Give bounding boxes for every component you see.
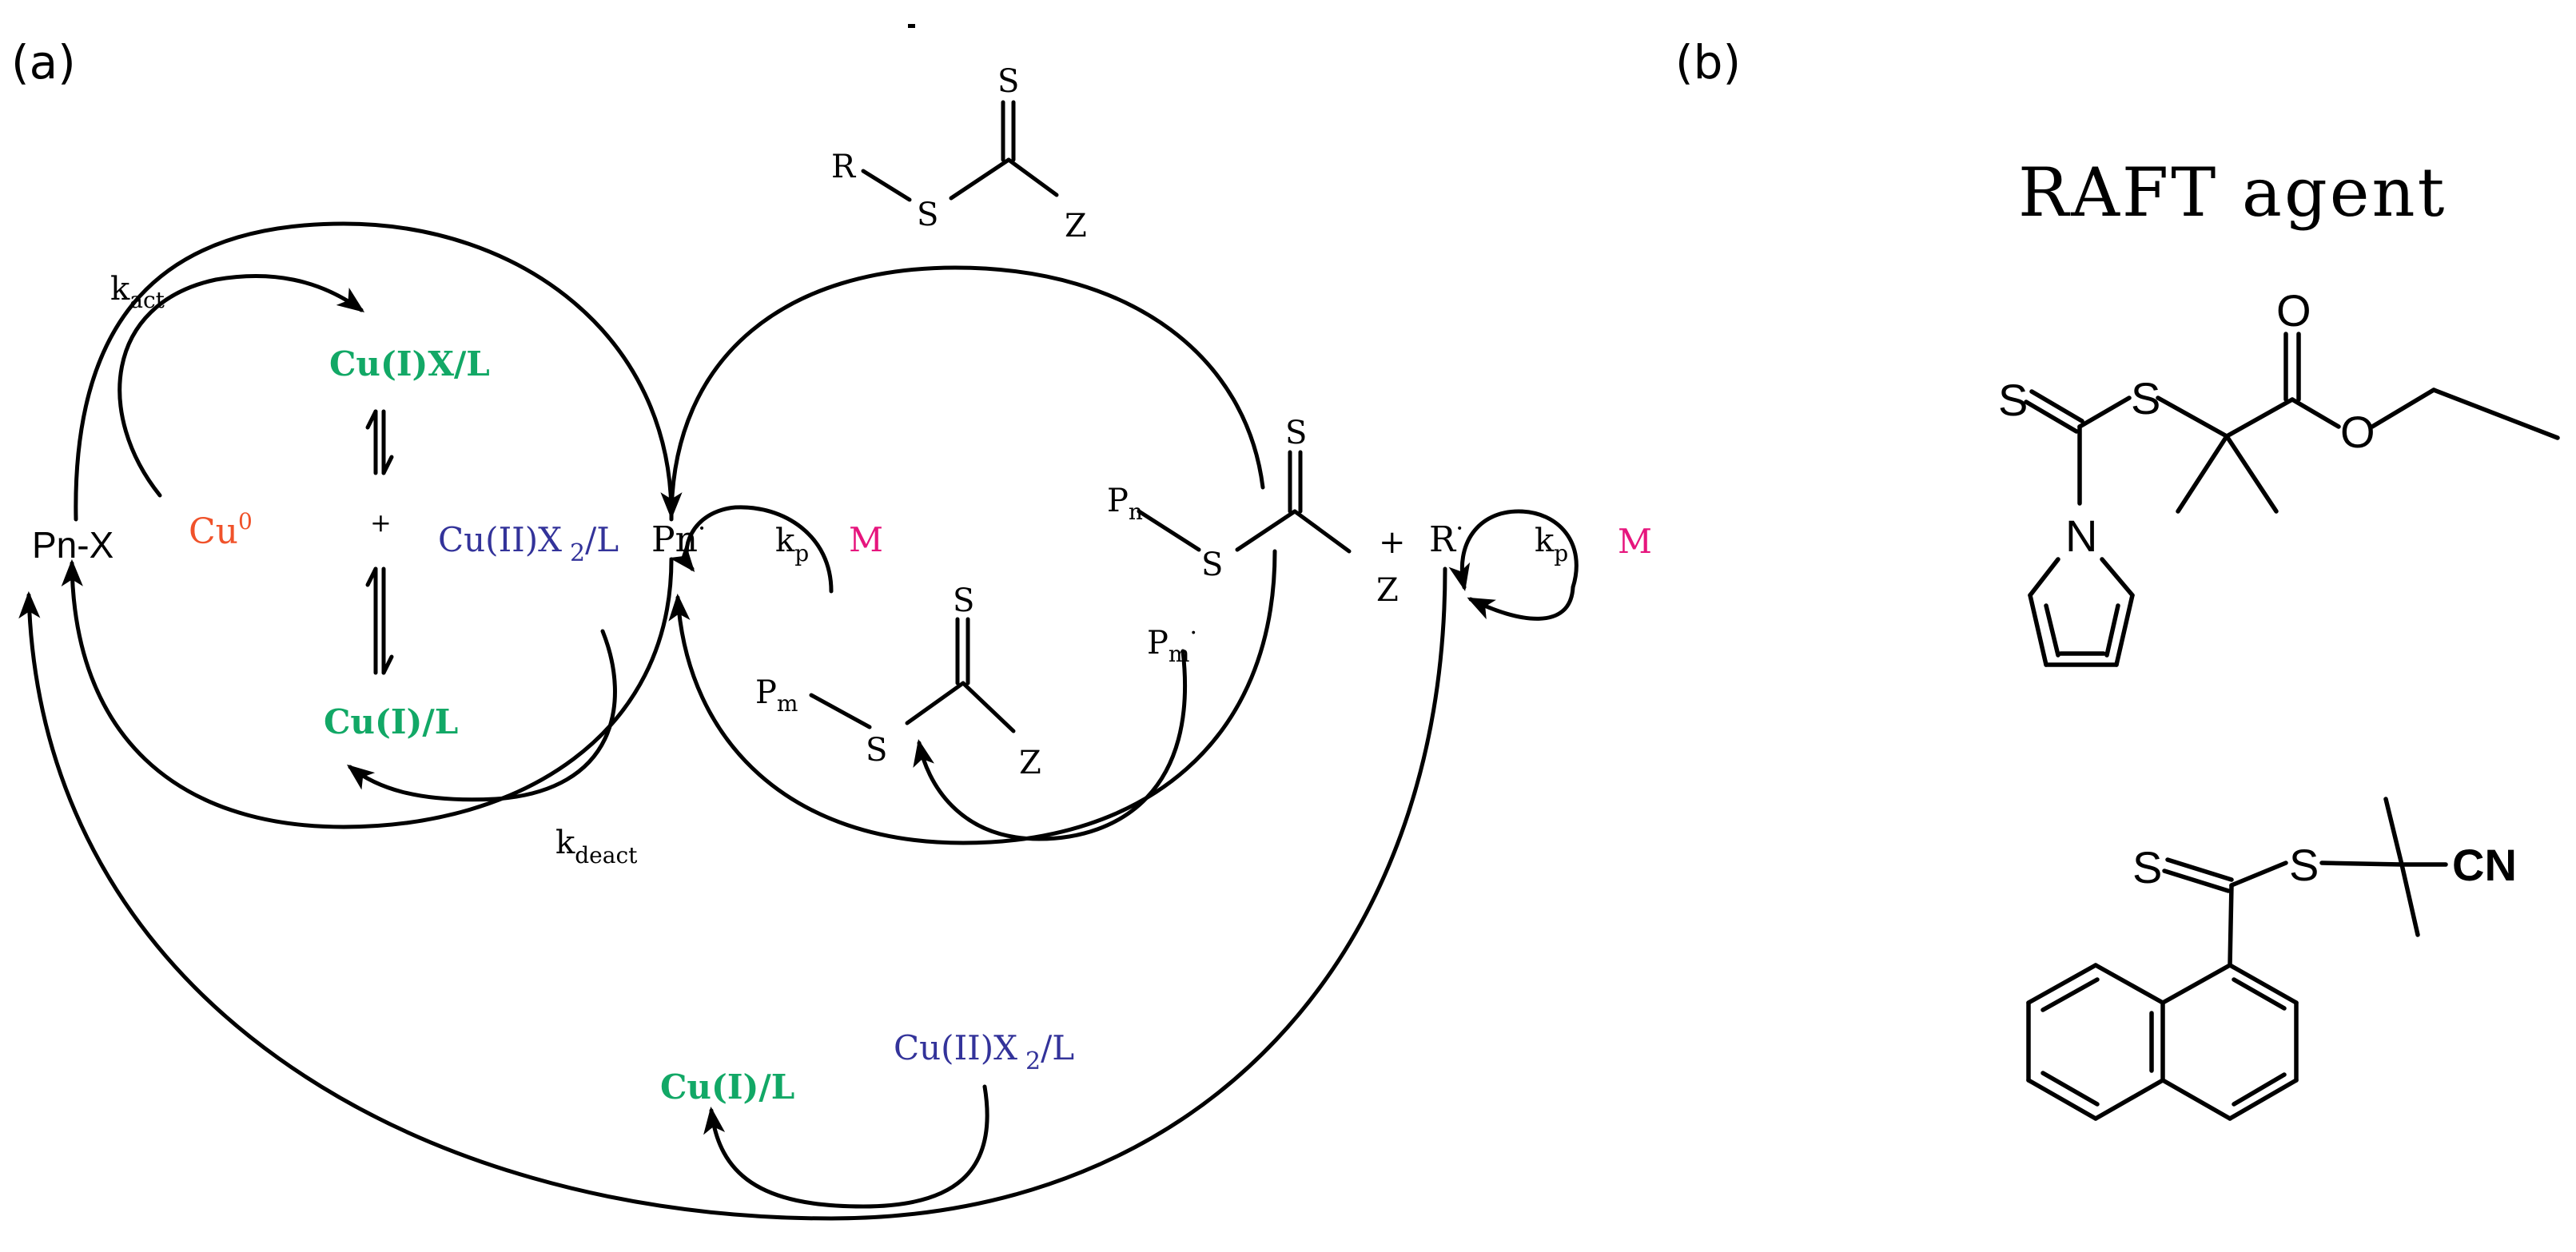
lower-cu-arrow: [703, 1084, 989, 1209]
raft-agent-top: S R S Z: [831, 63, 1087, 244]
panel-a-scheme: kact Cu(I)X/L + Cu(I)/L Cu0 Pn-X Cu(II)X…: [18, 63, 1652, 1221]
raft-pm-z: Z: [1019, 745, 1041, 781]
plus-right: +: [1379, 524, 1406, 561]
outer-return-loop: [18, 566, 1447, 1221]
raft-top-r: R: [831, 149, 857, 185]
pn-radical-label: Pn·: [651, 513, 706, 560]
k-act-arrow: [117, 274, 365, 498]
k-act-label: kact: [110, 271, 165, 313]
atrp-cycle-upper-arc: [74, 221, 683, 522]
raft-top-z: Z: [1065, 208, 1087, 244]
kp-loop-right: [1448, 509, 1579, 591]
mol1-o-ester: O: [2340, 407, 2375, 457]
equilibrium-arrows-lower: [365, 566, 394, 675]
raft-agent-title: RAFT agent: [2018, 153, 2447, 232]
cu0-label: Cu0: [189, 508, 253, 552]
mol2-cn: CN: [2452, 840, 2517, 890]
panel-label-b: (b): [1675, 35, 1741, 89]
mol1-n: N: [2065, 511, 2097, 561]
monomer-left-label: M: [849, 520, 883, 559]
mol1-o-carbonyl: O: [2276, 285, 2311, 336]
raft-top-s-thione: S: [997, 63, 1019, 100]
mol1-s-thio: S: [2131, 373, 2160, 423]
raft-cycle-lower-arc: [668, 549, 1277, 845]
raft-pm-p: Pm: [755, 674, 798, 717]
plus-center: +: [370, 507, 392, 538]
k-deact-label: kdeact: [555, 825, 638, 868]
kp-right-label: kp: [1535, 523, 1568, 566]
raft-molecule-pyrrole: S S O O N: [1998, 285, 2560, 667]
raft-adduct-pn: S Pn S Z: [1107, 415, 1399, 609]
raft-top-s: S: [917, 197, 938, 233]
raft-cycle-upper-arc: [669, 265, 1265, 522]
atrp-cycle-lower-arc: [61, 557, 674, 829]
raft-molecule-naphthyl: S S CN: [2026, 797, 2517, 1121]
mol1-s-thione: S: [1998, 375, 2028, 425]
raft-adduct-pm: S Pm S Z: [755, 582, 1041, 781]
cu-ix-l-label: Cu(I)X/L: [329, 344, 490, 384]
kp-left-label: kp: [775, 523, 809, 566]
panel-b-raft-agents: RAFT agent: [1998, 153, 2560, 1121]
k-deact-arrow: [346, 629, 617, 802]
cu-i-l-upper-label: Cu(I)/L: [324, 702, 458, 741]
pm-radical-label: Pm·: [1147, 619, 1197, 667]
mol2-s-thione: S: [2132, 842, 2162, 892]
cu-i-l-lower-label: Cu(I)/L: [660, 1067, 794, 1107]
kp-loop-left: [669, 505, 834, 594]
raft-pn-z: Z: [1376, 572, 1399, 609]
raft-pn-p: Pn: [1107, 483, 1143, 525]
pm-radical-arrow: [913, 649, 1188, 841]
kp-loop-right-tail: [1467, 585, 1575, 621]
monomer-right-label: M: [1618, 522, 1652, 561]
raft-pm-s: S: [866, 732, 887, 769]
equilibrium-arrows-upper: [365, 409, 394, 475]
pn-x-label: Pn-X: [32, 524, 113, 566]
raft-pm-s-thione: S: [953, 582, 974, 619]
mol2-s-thio: S: [2289, 840, 2319, 890]
r-radical-label: R·: [1429, 513, 1463, 560]
raft-pn-s-thione: S: [1285, 415, 1307, 451]
stray-dash: [908, 24, 915, 28]
raft-pn-s: S: [1201, 547, 1223, 583]
panel-label-a: (a): [11, 35, 76, 89]
